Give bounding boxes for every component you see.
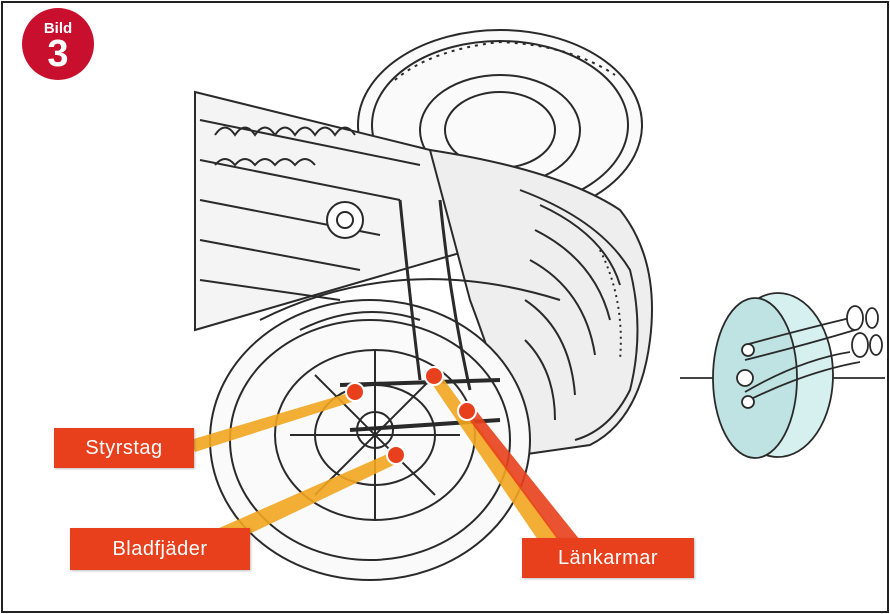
callout-lankarmar: Länkarmar [522, 538, 694, 578]
figure-badge: Bild 3 [22, 8, 94, 80]
inset-disc-front [713, 298, 797, 458]
callout-bladfjader: Bladfjäder [70, 528, 250, 570]
callout-label: Länkarmar [558, 547, 658, 570]
callout-label: Styrstag [85, 437, 162, 460]
callout-label: Bladfjäder [112, 538, 207, 561]
dot-lankarmar-upper [425, 367, 443, 385]
dot-styrstag [346, 383, 364, 401]
dot-bladfjader [387, 446, 405, 464]
badge-number: 3 [47, 36, 68, 72]
callout-styrstag: Styrstag [54, 428, 194, 468]
dot-lankarmar-lower [458, 402, 476, 420]
